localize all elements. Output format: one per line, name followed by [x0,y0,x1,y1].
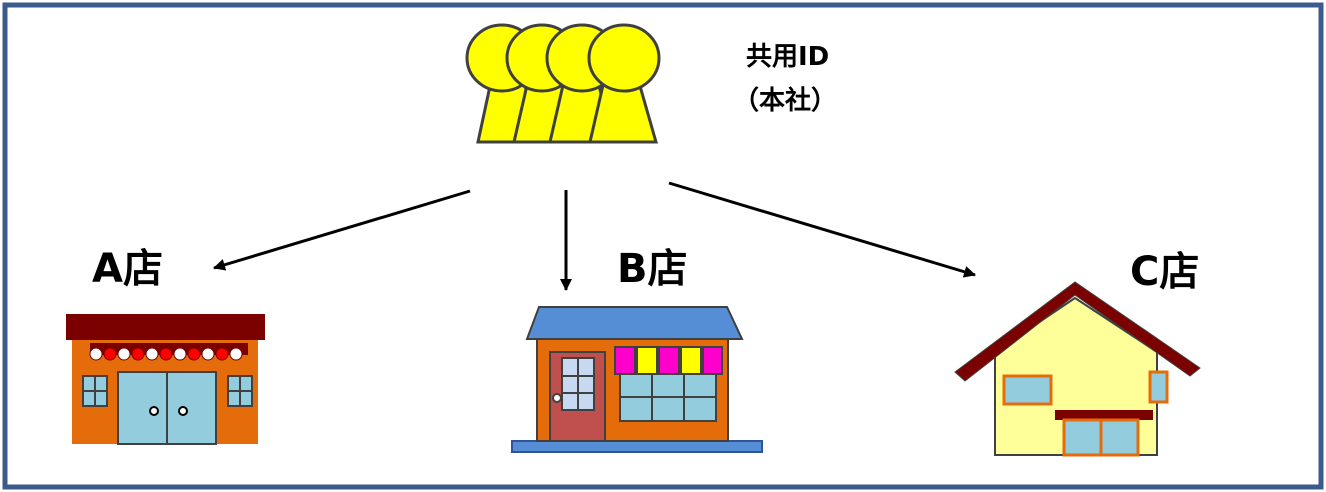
arrow-to-store-c [668,181,976,278]
shop-awning-icon [66,314,265,445]
hq-label-line1: 共用ID [746,42,830,72]
people-group-icon [465,23,661,144]
store-b-label: B店 [617,246,688,292]
hq-label-line2: （本社） [733,86,838,116]
shop-blue-roof-icon [511,306,763,453]
house-icon [954,281,1201,457]
store-a-label: A店 [92,246,163,292]
arrow-to-store-a [213,189,471,271]
store-c-label: C店 [1130,249,1200,295]
